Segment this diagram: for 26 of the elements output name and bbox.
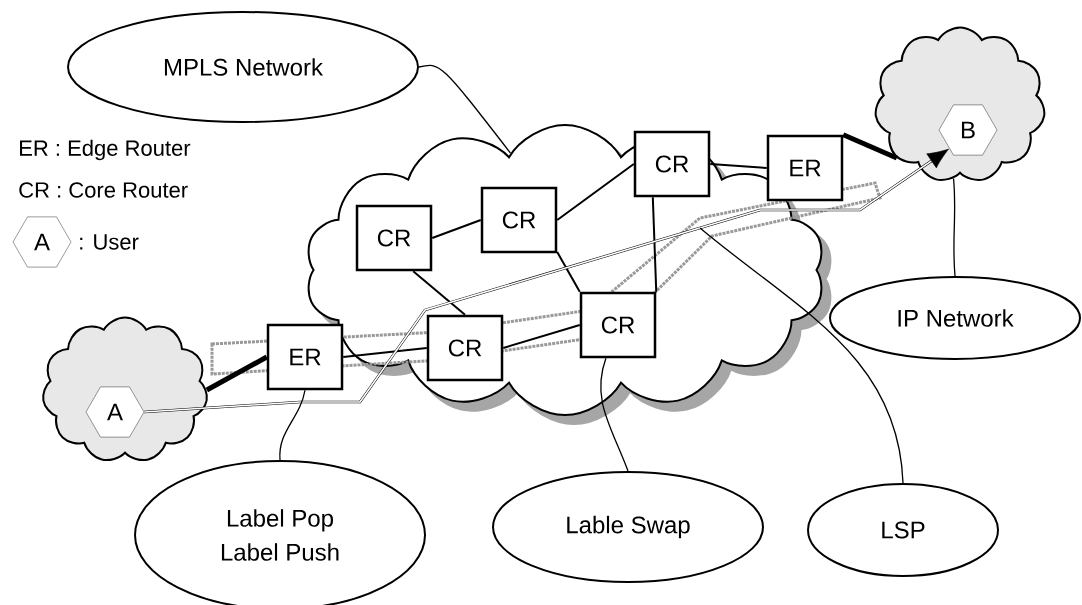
legend-text: : User — [80, 234, 139, 250]
leader-line — [952, 177, 956, 277]
user-hexagon: B — [938, 104, 998, 156]
router-box: CR — [633, 130, 711, 198]
legend-text: CR : Core Router — [19, 182, 188, 198]
user-hexagon: A — [85, 386, 145, 438]
legend-text: ER : Edge Router — [20, 139, 191, 161]
link-line — [709, 163, 768, 169]
link-line — [842, 132, 898, 161]
link-line — [342, 347, 428, 358]
leader-line — [699, 227, 904, 484]
link-line — [412, 270, 466, 316]
router-box: CR — [426, 314, 504, 382]
leader-line — [600, 357, 629, 472]
router-box: CR — [480, 186, 558, 254]
router-box: ER — [766, 134, 844, 202]
link-line — [556, 251, 581, 293]
leader-line — [279, 389, 306, 461]
link-line — [651, 196, 658, 293]
router-box: CR — [355, 204, 433, 272]
link-line — [502, 324, 581, 349]
lsp-arrow — [143, 148, 949, 414]
link-line — [431, 219, 482, 239]
user-hexagon: A — [12, 216, 72, 268]
router-box: ER — [266, 323, 344, 391]
router-box: CR — [579, 291, 657, 359]
